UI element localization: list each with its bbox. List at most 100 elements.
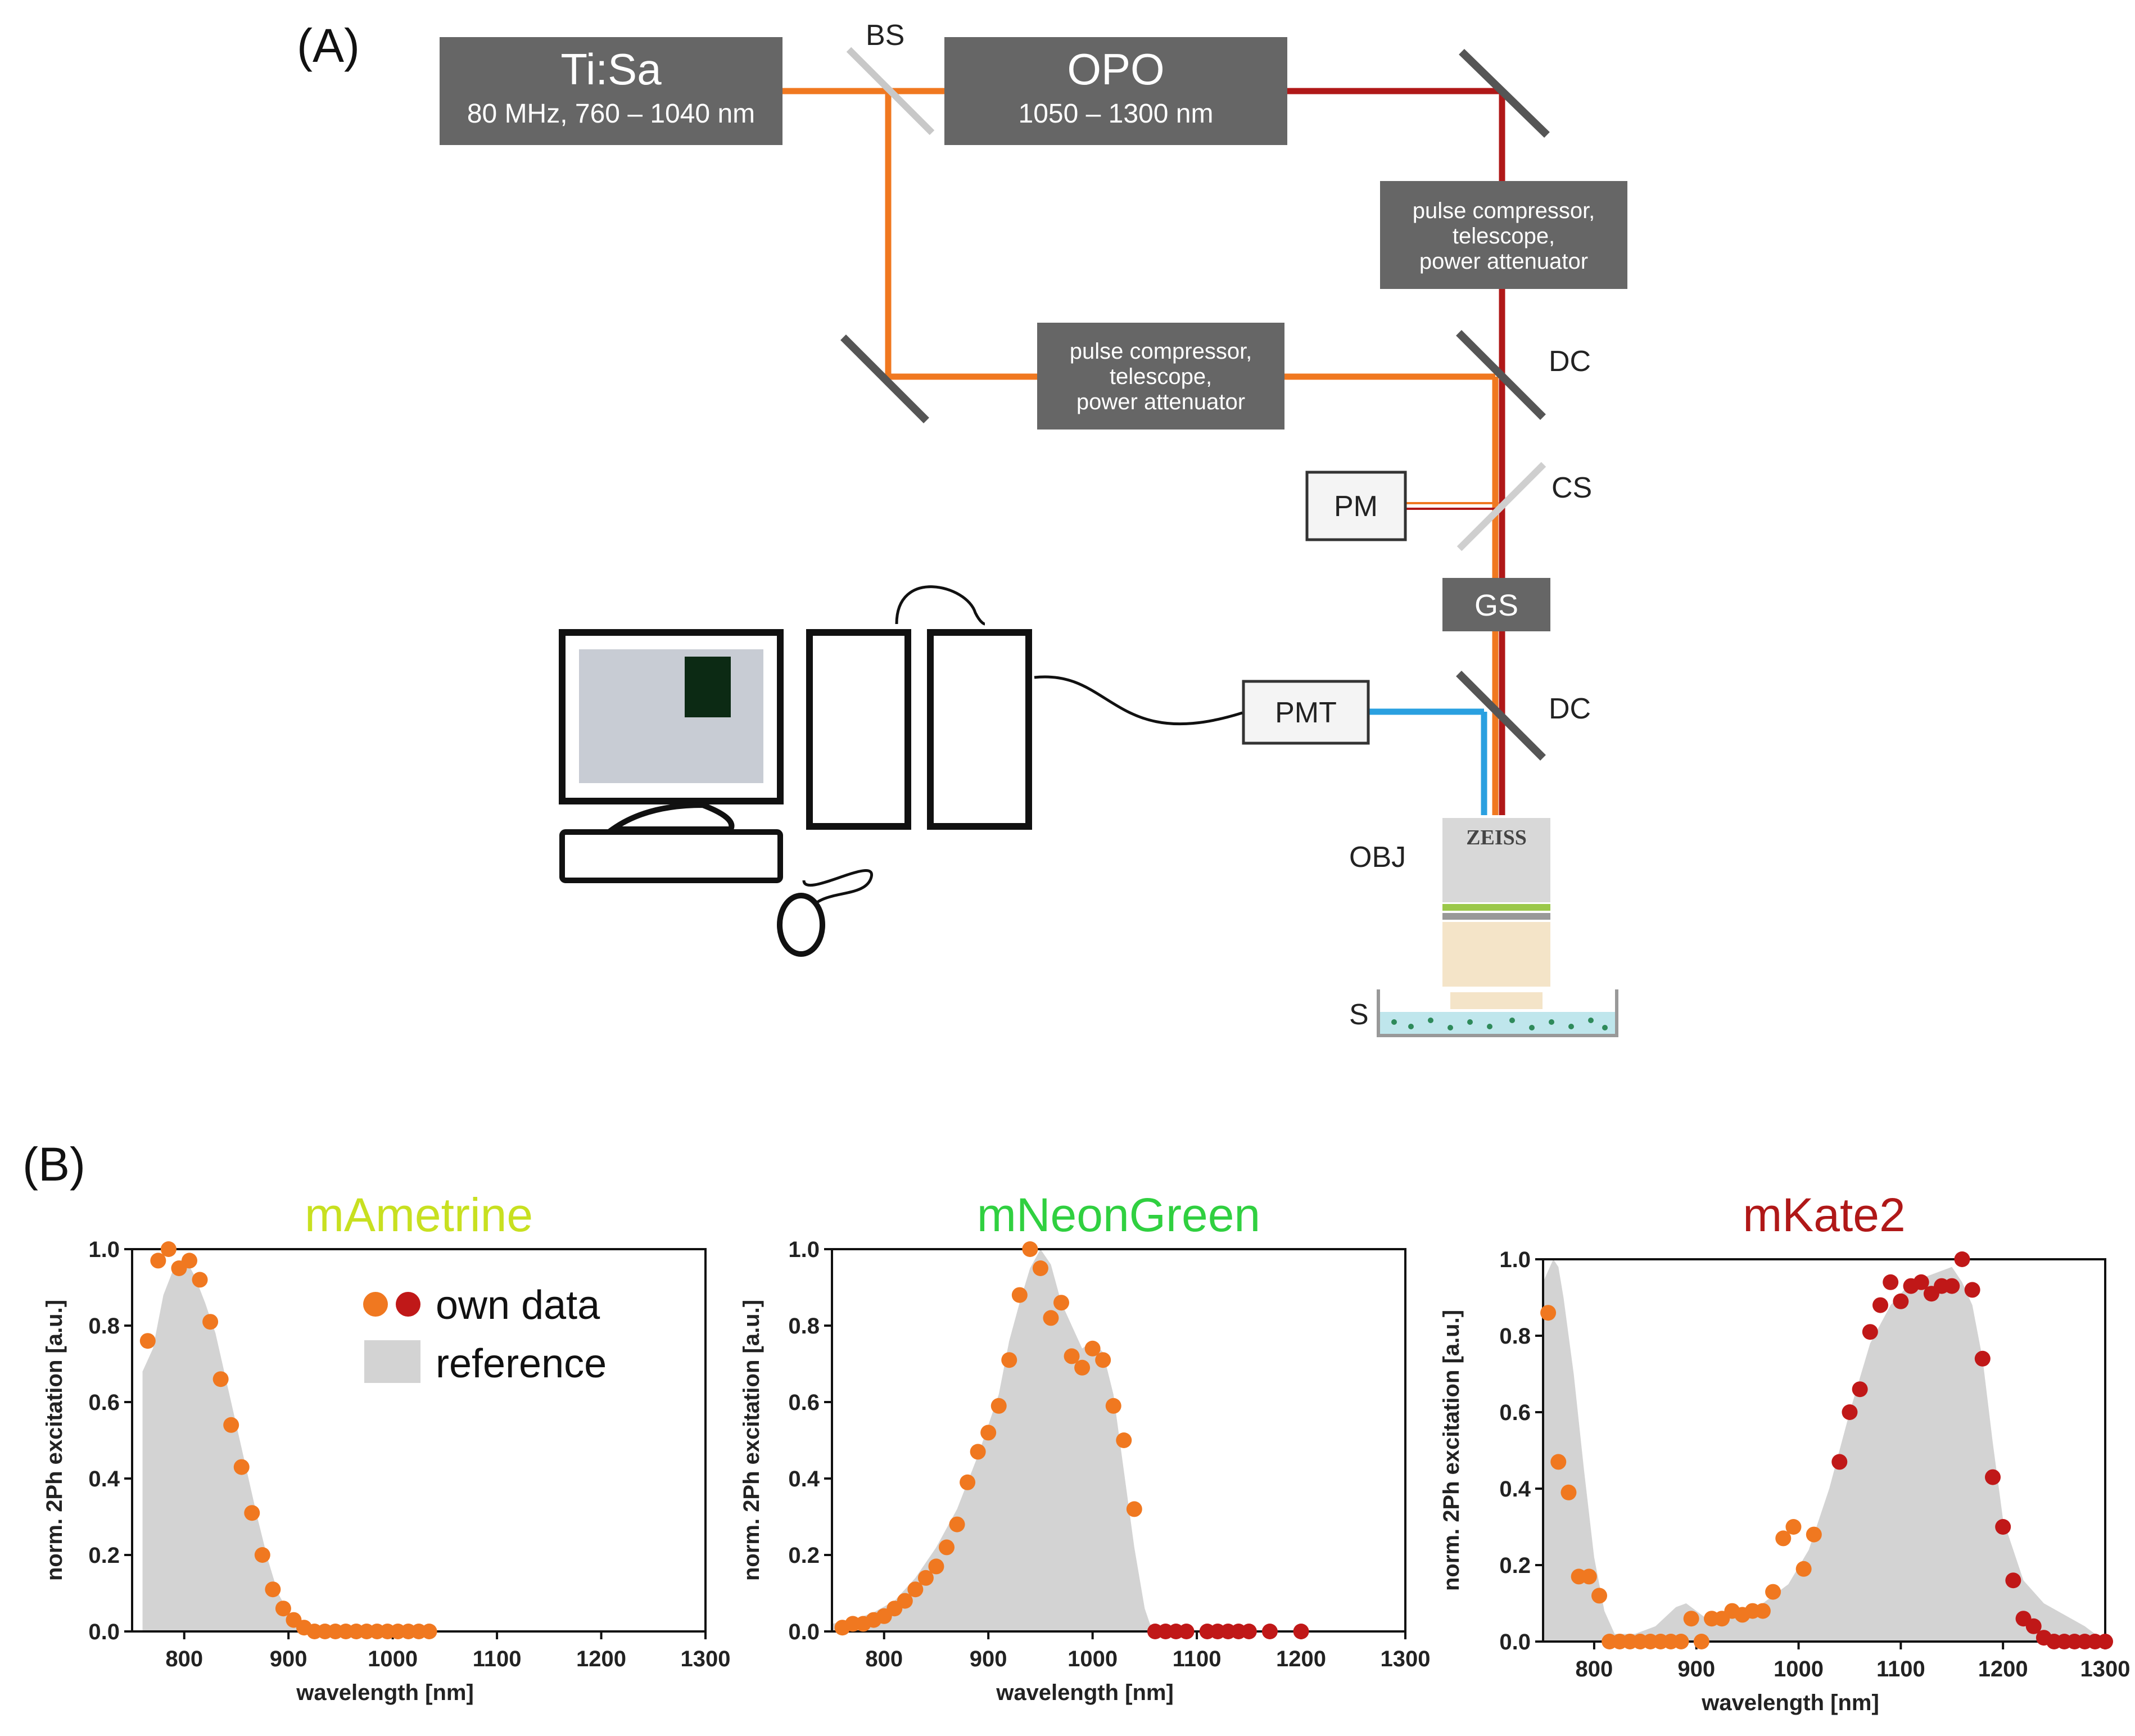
x-tick-label: 1200	[576, 1647, 626, 1671]
data-point	[1293, 1624, 1309, 1639]
mirror-left	[840, 334, 929, 423]
gs-label: GS	[1474, 589, 1518, 622]
x-tick-label: 800	[1576, 1657, 1613, 1681]
x-tick-label: 1300	[2080, 1657, 2131, 1681]
objective-body	[1442, 818, 1550, 902]
plot-frame	[1542, 1258, 2106, 1643]
y-tick-label: 0.2	[788, 1543, 820, 1568]
data-point	[1581, 1568, 1597, 1585]
data-point	[421, 1624, 437, 1639]
legend: own data reference	[363, 1283, 607, 1386]
data-point	[1540, 1305, 1557, 1321]
data-point	[1261, 1624, 1278, 1639]
y-tick-label: 0.6	[788, 1390, 820, 1415]
objective-tip	[1450, 992, 1543, 1009]
objective-brand: ZEISS	[1466, 826, 1527, 849]
sample-dish-wall	[1377, 989, 1618, 1037]
data-point	[1043, 1310, 1059, 1326]
mouse-cable	[802, 869, 873, 912]
data-point	[182, 1253, 197, 1269]
y-tick-label: 0.0	[88, 1620, 120, 1644]
beam-splitter-bs	[846, 47, 935, 135]
reference-area	[1543, 1259, 2105, 1642]
y-tick-label: 1.0	[88, 1237, 120, 1262]
keyboard	[559, 829, 783, 883]
data-point	[233, 1459, 250, 1475]
y-tick-label: 0.0	[1499, 1630, 1531, 1654]
data-point	[970, 1444, 986, 1460]
pm-label: PM	[1334, 490, 1378, 523]
data-point	[1795, 1561, 1812, 1577]
cover-slip-cs	[1456, 462, 1546, 551]
data-point	[928, 1558, 944, 1575]
opo-title: OPO	[1067, 44, 1164, 94]
y-tick-label: 0.8	[88, 1314, 120, 1339]
data-point	[1872, 1297, 1888, 1313]
chart-title: mNeonGreen	[977, 1188, 1260, 1241]
data-point	[1842, 1404, 1858, 1420]
computer-icon	[559, 585, 1243, 957]
x-tick-label: 1000	[368, 1647, 418, 1671]
data-point	[212, 1371, 229, 1387]
compressor-tisa-line2: telescope,	[1110, 364, 1212, 389]
x-tick-label: 900	[970, 1647, 1007, 1671]
cs-label: CS	[1552, 472, 1592, 504]
data-point	[1032, 1260, 1048, 1276]
x-tick-label: 800	[165, 1647, 203, 1671]
data-point	[949, 1516, 965, 1532]
compressor-tisa-line1: pulse compressor,	[1070, 339, 1252, 364]
mirror-top-right	[1459, 48, 1550, 138]
data-point	[1011, 1287, 1028, 1303]
data-point	[1053, 1295, 1069, 1311]
tower-cable	[895, 585, 985, 626]
compressor-tisa-line3: power attenuator	[1076, 390, 1245, 414]
monitor-stand	[604, 802, 735, 832]
data-point	[1022, 1241, 1038, 1257]
x-tick-label: 900	[1677, 1657, 1715, 1681]
data-point	[1693, 1634, 1709, 1649]
data-point	[1806, 1526, 1822, 1543]
x-axis-label: wavelength [nm]	[996, 1680, 1174, 1705]
x-tick-label: 1000	[1068, 1647, 1118, 1671]
obj-label: OBJ	[1349, 841, 1406, 874]
y-tick-label: 0.2	[1499, 1553, 1531, 1578]
data-point	[254, 1547, 270, 1563]
data-point	[275, 1601, 291, 1617]
dichroic-dc1	[1456, 330, 1546, 420]
data-point	[1560, 1484, 1577, 1500]
data-point	[1064, 1348, 1080, 1364]
compressor-opo-line1: pulse compressor,	[1413, 198, 1595, 223]
data-point	[1074, 1359, 1091, 1376]
panel-b-label: (B)	[22, 1138, 85, 1191]
pmt-label: PMT	[1275, 697, 1337, 729]
data-point	[1775, 1530, 1792, 1547]
data-point	[1944, 1278, 1960, 1294]
data-point	[244, 1505, 260, 1521]
x-axis-label: wavelength [nm]	[1701, 1690, 1879, 1715]
compressor-opo-line2: telescope,	[1453, 224, 1555, 248]
data-point	[265, 1581, 281, 1598]
x-tick-label: 1300	[681, 1647, 731, 1671]
dichroic-dc2	[1456, 671, 1546, 761]
data-point	[2097, 1634, 2113, 1649]
x-tick-label: 1100	[1876, 1657, 1925, 1681]
y-tick-label: 0.2	[88, 1543, 120, 1568]
compressor-opo-line3: power attenuator	[1419, 249, 1588, 274]
legend-reference-label: reference	[436, 1341, 607, 1386]
data-point	[1126, 1501, 1142, 1517]
objective: ZEISS	[1442, 818, 1550, 1009]
data-point	[1673, 1634, 1689, 1649]
tisa-laser-box	[440, 37, 782, 145]
x-tick-label: 1100	[473, 1647, 522, 1671]
y-tick-label: 0.8	[1499, 1324, 1531, 1349]
data-point	[192, 1272, 208, 1288]
tisa-spec: 80 MHz, 760 – 1040 nm	[467, 99, 755, 129]
plot-frame	[831, 1248, 1406, 1633]
dc2-label: DC	[1549, 693, 1591, 725]
data-point	[139, 1333, 156, 1349]
data-point	[1862, 1324, 1878, 1340]
data-point	[1084, 1340, 1101, 1357]
